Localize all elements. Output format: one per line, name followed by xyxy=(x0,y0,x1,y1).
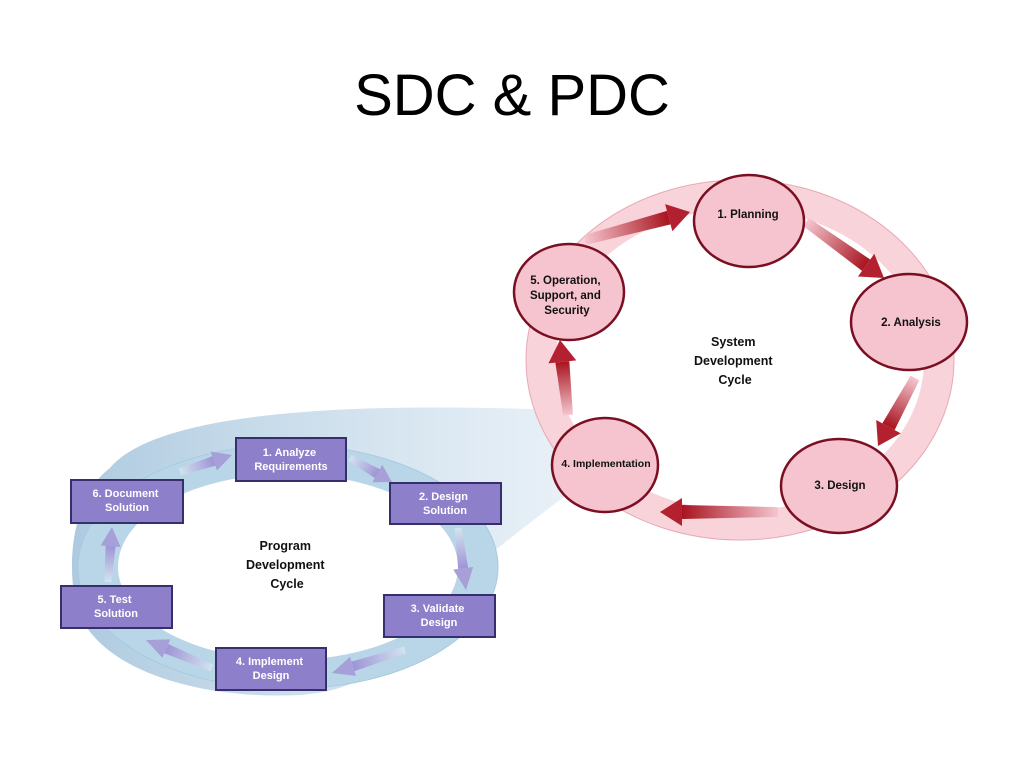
svg-text:6. Document Solution: 6. Document Solution xyxy=(92,488,161,514)
pdc-step-design-solution: 2. Design Solution xyxy=(389,482,502,525)
pdc-step-label: Design xyxy=(421,617,458,629)
pdc-step-label: Solution xyxy=(94,608,138,620)
svg-text:1. Planning: 1. Planning xyxy=(717,209,778,221)
pdc-ring-inner xyxy=(118,474,458,660)
pdc-center-line: Development xyxy=(246,558,325,572)
sdc-arrow-design-to-implementation xyxy=(660,498,778,526)
pdc-arrow-analyze-to-design xyxy=(348,454,392,483)
sdc-ring-inner xyxy=(556,209,924,511)
sdc-node-design: 3. Design xyxy=(779,437,899,535)
pdc-step-label: Solution xyxy=(423,505,467,517)
pdc-arrow-test-to-document xyxy=(100,526,121,583)
sdc-node-label: 1. Planning xyxy=(717,209,778,221)
sdc-node-label: Security xyxy=(544,305,590,317)
sdc-arrow-analysis-to-design xyxy=(876,375,920,447)
svg-text:5. Operation, Support,: 5. Operation, Support, and Security xyxy=(530,275,604,317)
pdc-arrow-document-to-analyze xyxy=(178,451,232,476)
svg-text:3. Design: 3. Design xyxy=(814,480,865,492)
pdc-step-label: 3. Validate xyxy=(411,603,465,615)
svg-text:4. Implement Design: 4. Implement Design xyxy=(236,656,306,682)
pdc-step-label: Requirements xyxy=(254,461,327,473)
pdc-arrows xyxy=(100,451,474,676)
pdc-step-implement-design: 4. Implement Design xyxy=(215,647,327,691)
sdc-center-label: System Development Cycle xyxy=(694,335,776,387)
sdc-arrow-implementation-to-operation xyxy=(548,339,577,416)
pdc-step-label: 4. Implement xyxy=(236,656,304,668)
sdc-node-analysis: 2. Analysis xyxy=(849,272,969,372)
pdc-step-label: 1. Analyze xyxy=(263,447,316,459)
sdc-node-planning: 1. Planning xyxy=(692,173,806,269)
svg-text:2. Analysis: 2. Analysis xyxy=(881,317,941,329)
pdc-step-label: 5. Test xyxy=(97,594,131,606)
pdc-arrow-design-to-validate xyxy=(453,527,474,591)
sdc-center-line: Cycle xyxy=(718,373,751,387)
sdc-node-label: 4. Implementation xyxy=(561,458,650,470)
pdc-step-validate-design: 3. Validate Design xyxy=(383,594,496,638)
slide-title: SDC & PDC xyxy=(354,63,670,128)
sdc-node-label: 5. Operation, xyxy=(530,275,600,287)
sdc-arrows xyxy=(548,204,920,526)
sdc-center-line: Development xyxy=(694,354,773,368)
pdc-center-label: Program Development Cycle xyxy=(246,539,328,591)
pdc-step-test-solution: 5. Test Solution xyxy=(60,585,173,629)
pdc-arrow-implement-to-test xyxy=(145,639,214,672)
pdc-step-analyze-requirements: 1. Analyze Requirements xyxy=(235,437,347,482)
pdc-center-line: Program xyxy=(260,539,311,553)
svg-text:4. Implementation: 4. Implementation xyxy=(561,458,650,470)
sdc-node-label: 3. Design xyxy=(814,480,865,492)
svg-text:5. Test Solution: 5. Test Solution xyxy=(94,594,138,620)
pdc-center-line: Cycle xyxy=(270,577,303,591)
svg-text:3. Validate Design: 3. Validate Design xyxy=(411,603,468,629)
pdc-step-document-solution: 6. Document Solution xyxy=(70,479,184,524)
sdc-node-label: Support, and xyxy=(530,290,601,302)
svg-text:2. Design Solution: 2. Design Solution xyxy=(419,491,471,517)
sdc-node-implementation: 4. Implementation xyxy=(550,416,660,514)
svg-text:1. Analyze Requirement: 1. Analyze Requirements xyxy=(254,447,327,473)
pdc-step-label: 2. Design xyxy=(419,491,468,503)
sdc-center-line: System xyxy=(711,335,755,349)
sdc-arrow-planning-to-analysis xyxy=(803,218,884,278)
pdc-step-label: 6. Document xyxy=(92,488,158,500)
pdc-step-label: Solution xyxy=(105,502,149,514)
pdc-step-label: Design xyxy=(253,670,290,682)
pdc-arrow-validate-to-implement xyxy=(331,646,407,676)
sdc-node-label: 2. Analysis xyxy=(881,317,941,329)
sdc-node-operation: 5. Operation, Support, and Security xyxy=(512,242,626,342)
sdc-arrow-operation-to-planning xyxy=(583,204,690,245)
